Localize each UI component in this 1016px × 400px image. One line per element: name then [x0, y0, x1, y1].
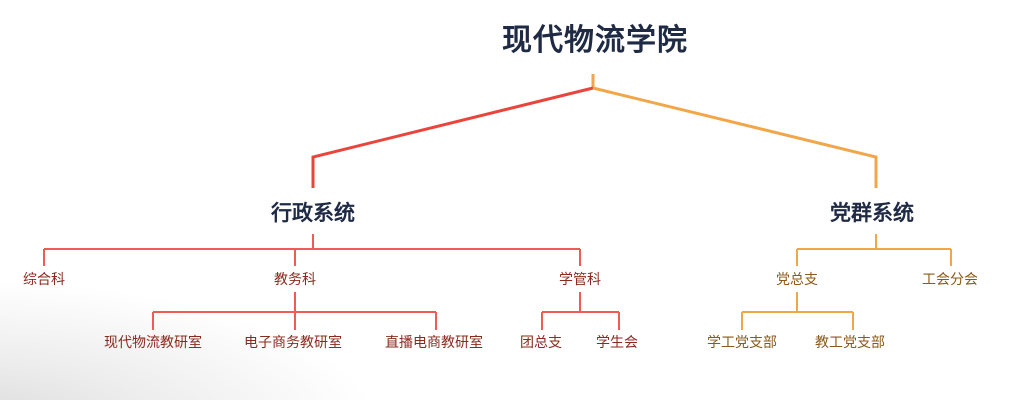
student-work-party-branch-node: 学工党支部 [707, 335, 777, 351]
root-to-party-line [592, 86, 878, 188]
ecommerce-teaching-office-node: 电子商务教研室 [244, 335, 342, 351]
union-branch-node: 工会分会 [922, 272, 978, 288]
root-node: 现代物流学院 [502, 23, 688, 58]
logistics-teaching-office-node: 现代物流教研室 [104, 335, 202, 351]
faculty-party-branch-node: 教工党支部 [815, 335, 885, 351]
student-affairs-node: 学管科 [559, 272, 601, 288]
general-office-node: 综合科 [23, 272, 65, 288]
root-to-admin-line [311, 86, 594, 188]
student-union-node: 学生会 [596, 335, 638, 351]
livestream-teaching-office-node: 直播电商教研室 [385, 335, 483, 351]
party-system-node: 党群系统 [830, 201, 914, 225]
party-branch-lines [741, 234, 952, 330]
youth-league-node: 团总支 [520, 335, 562, 351]
admin-branch-lines [43, 234, 620, 330]
party-branch-node: 党总支 [776, 272, 818, 288]
academic-affairs-node: 教务科 [274, 272, 316, 288]
admin-system-node: 行政系统 [271, 201, 355, 225]
